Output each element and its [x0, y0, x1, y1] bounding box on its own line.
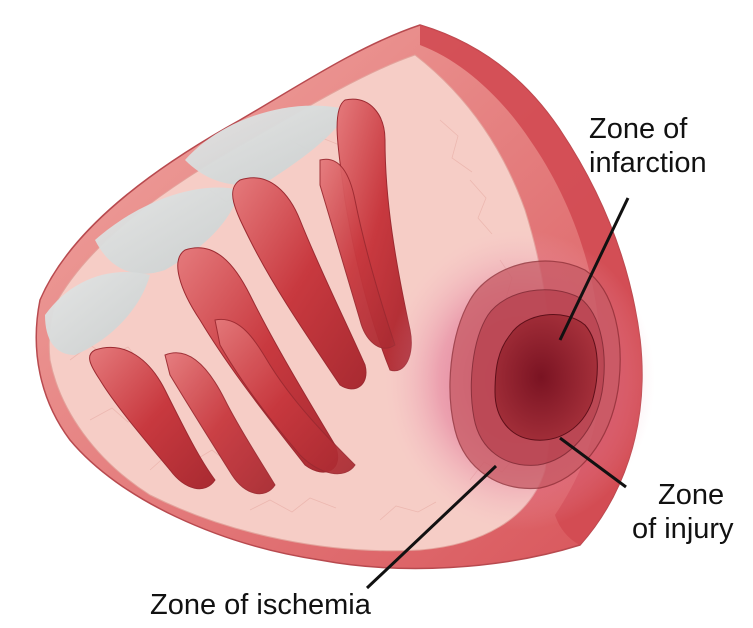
label-injury-line2: of injury — [632, 512, 734, 546]
label-zone-of-infarction: Zone of infarction — [589, 112, 707, 180]
label-zone-of-ischemia: Zone of ischemia — [150, 588, 371, 622]
label-injury-line1: Zone — [632, 478, 734, 512]
label-infarction-line2: infarction — [589, 146, 707, 180]
label-infarction-line1: Zone of — [589, 112, 707, 146]
label-zone-of-injury: Zone of injury — [632, 478, 734, 546]
